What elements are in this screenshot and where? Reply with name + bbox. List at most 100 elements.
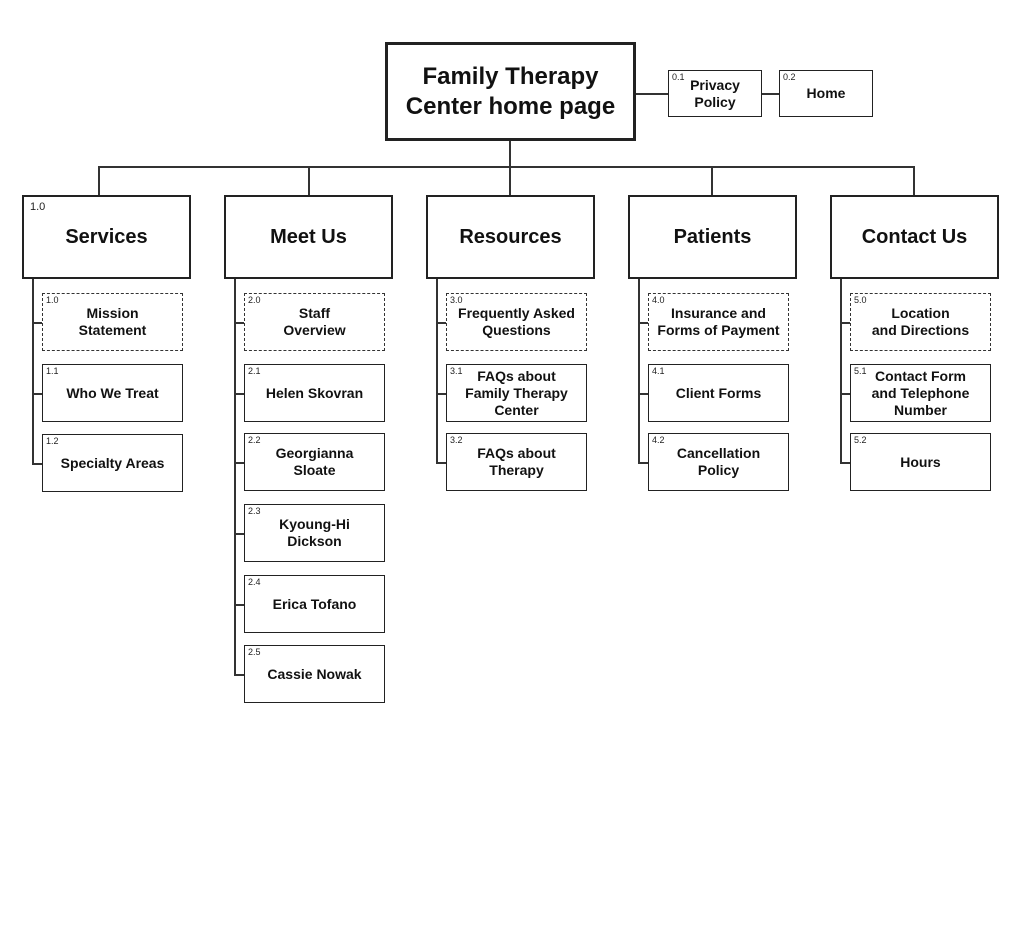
connector-branch-georgianna bbox=[234, 462, 244, 464]
node-label: Mission Statement bbox=[78, 305, 147, 338]
connector-bus-to-meet-us bbox=[308, 166, 310, 195]
section-node-patients: Patients bbox=[628, 195, 797, 279]
node-number: 1.0 bbox=[46, 295, 59, 305]
root-node-label: Family Therapy Center home page bbox=[405, 62, 616, 120]
node-label: Client Forms bbox=[675, 384, 762, 401]
connector-branch-contact-form bbox=[840, 393, 850, 395]
connector-branch-helen bbox=[234, 393, 244, 395]
connector-branch-mission bbox=[32, 322, 42, 324]
node-label: Staff Overview bbox=[283, 305, 346, 338]
node-label: FAQs about Family Therapy Center bbox=[465, 367, 568, 418]
node-number: 2.5 bbox=[248, 647, 261, 657]
connector-spine-meet-us bbox=[234, 279, 236, 674]
node-number: 2.1 bbox=[248, 366, 261, 376]
node-label: Meet Us bbox=[270, 226, 347, 248]
connector-branch-specialty-areas bbox=[32, 463, 42, 465]
connector-section-bus bbox=[98, 166, 914, 168]
node-number: 0.2 bbox=[783, 72, 796, 82]
connector-bus-to-contact-us bbox=[913, 166, 915, 195]
node-number: 3.1 bbox=[450, 366, 463, 376]
section-node-resources: Resources bbox=[426, 195, 595, 279]
connector-branch-location bbox=[840, 322, 850, 324]
connector-branch-faq-center bbox=[436, 393, 446, 395]
connector-branch-erica bbox=[234, 604, 244, 606]
utility-node-home: 0.2 Home bbox=[779, 70, 873, 117]
node-label: Cancellation Policy bbox=[676, 445, 761, 478]
node-label: FAQs about Therapy bbox=[477, 445, 556, 478]
node-label: Helen Skovran bbox=[265, 384, 364, 401]
node-label: Resources bbox=[459, 226, 562, 248]
node-label: Privacy Policy bbox=[690, 76, 740, 110]
node-number: 3.2 bbox=[450, 435, 463, 445]
connector-branch-insurance bbox=[638, 322, 648, 324]
node-number: 1.2 bbox=[46, 436, 59, 446]
section-node-contact-us: Contact Us bbox=[830, 195, 999, 279]
node-label: Contact Form and Telephone Number bbox=[871, 367, 970, 418]
node-label: Contact Us bbox=[861, 226, 968, 248]
connector-branch-cassie bbox=[234, 674, 244, 676]
connector-branch-client-forms bbox=[638, 393, 648, 395]
section-node-meet-us: Meet Us bbox=[224, 195, 393, 279]
node-number: 4.0 bbox=[652, 295, 665, 305]
node-number: 5.0 bbox=[854, 295, 867, 305]
node-number: 0.1 bbox=[672, 72, 685, 82]
node-label: Insurance and Forms of Payment bbox=[657, 305, 780, 338]
connector-branch-who-we-treat bbox=[32, 393, 42, 395]
page-node-contact-form: 5.1 Contact Form and Telephone Number bbox=[850, 364, 991, 422]
connector-bus-to-resources bbox=[509, 166, 511, 195]
node-label: Patients bbox=[673, 226, 752, 248]
connector-root-trunk bbox=[509, 141, 511, 167]
connector-spine-resources bbox=[436, 279, 438, 462]
node-label: Georgianna Sloate bbox=[275, 445, 354, 478]
connector-bus-to-patients bbox=[711, 166, 713, 195]
connector-spine-contact-us bbox=[840, 279, 842, 462]
node-label: Erica Tofano bbox=[272, 595, 357, 612]
connector-root-privacy bbox=[636, 93, 668, 95]
connector-spine-services bbox=[32, 279, 34, 463]
node-number: 4.1 bbox=[652, 366, 665, 376]
root-node-home-page: Family Therapy Center home page bbox=[385, 42, 636, 141]
connector-branch-kyoung-hi bbox=[234, 533, 244, 535]
node-number: 2.0 bbox=[248, 295, 261, 305]
node-number: 2.2 bbox=[248, 435, 261, 445]
node-number: 5.2 bbox=[854, 435, 867, 445]
connector-branch-cancellation bbox=[638, 462, 648, 464]
connector-spine-patients bbox=[638, 279, 640, 462]
node-number: 4.2 bbox=[652, 435, 665, 445]
node-label: Location and Directions bbox=[871, 305, 970, 338]
node-label: Services bbox=[65, 226, 148, 248]
node-label: Frequently Asked Questions bbox=[458, 305, 575, 338]
node-number: 1.0 bbox=[30, 201, 46, 213]
node-label: Home bbox=[806, 85, 846, 101]
node-number: 2.4 bbox=[248, 577, 261, 587]
connector-privacy-home bbox=[762, 93, 779, 95]
node-number: 3.0 bbox=[450, 295, 463, 305]
node-label: Specialty Areas bbox=[60, 454, 165, 471]
node-label: Hours bbox=[900, 453, 941, 470]
connector-branch-hours bbox=[840, 462, 850, 464]
connector-bus-to-services bbox=[98, 166, 100, 195]
node-number: 1.1 bbox=[46, 366, 59, 376]
node-label: Kyoung-Hi Dickson bbox=[279, 516, 350, 549]
node-number: 5.1 bbox=[854, 366, 867, 376]
connector-branch-faq-therapy bbox=[436, 462, 446, 464]
utility-node-privacy-policy: 0.1 Privacy Policy bbox=[668, 70, 762, 117]
